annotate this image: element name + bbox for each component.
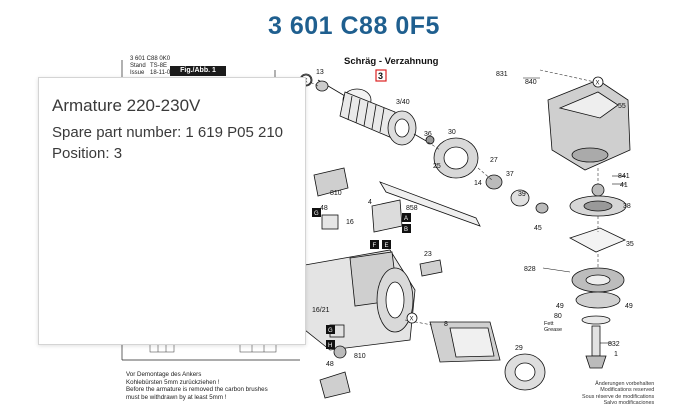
svg-text:A: A — [404, 216, 408, 222]
tooltip-position-row: Position: 3 — [52, 143, 305, 164]
svg-text:F: F — [373, 243, 377, 249]
part-label-828: 828 — [524, 266, 536, 273]
svg-text:X: X — [410, 317, 414, 323]
part-label-49-left: 49 — [556, 303, 564, 310]
marker-x-right: X — [592, 76, 604, 88]
stator-drawing — [429, 321, 546, 391]
mod-line-4: Salvo modificaciones — [603, 400, 655, 407]
mod-line-1: Änderungen vorbehalten — [595, 381, 655, 387]
part-tooltip: Armature 220-230V Spare part number: 1 6… — [38, 77, 306, 345]
tooltip-position-label: Position: — [52, 145, 110, 162]
part-label-25: 25 — [433, 163, 441, 170]
part-label-29-bottom: 29 — [515, 345, 523, 352]
part-label-45: 45 — [534, 225, 542, 232]
part-label-4: 4 — [368, 199, 372, 206]
marker-g-top: G — [312, 208, 321, 217]
part-label-23: 23 — [424, 251, 432, 258]
marker-a: A — [402, 213, 411, 222]
tooltip-spare-label: Spare part number: — [52, 124, 182, 141]
figure-tab: Fig./Abb. 1 — [170, 66, 226, 76]
header-issue-value: 18-11-05 — [150, 70, 174, 76]
svg-text:X: X — [596, 81, 600, 87]
tooltip-position-value: 3 — [113, 145, 123, 162]
marker-h: H — [326, 340, 335, 349]
header-stand-label: Stand — [130, 63, 146, 69]
marker-x-bottom: X — [406, 312, 418, 324]
svg-text:H: H — [328, 343, 332, 349]
warning-notes: Vor Demontage des Ankers Kohlebürsten 5m… — [126, 371, 268, 401]
label-leaders — [523, 77, 626, 344]
part-label-38: 38 — [623, 203, 631, 210]
part-label-14: 14 — [474, 180, 482, 187]
part-label-37: 37 — [506, 171, 514, 178]
part-label-858: 858 — [406, 205, 418, 212]
part-label-48-top: 48 — [320, 205, 328, 212]
marker-g-bottom: G — [326, 325, 335, 334]
tooltip-part-name: Armature 220-230V — [52, 96, 201, 115]
part-label-840: 840 — [525, 79, 537, 86]
part-label-1: 1 — [614, 351, 618, 358]
part-label-39: 39 — [518, 191, 526, 198]
svg-text:G: G — [328, 328, 333, 334]
part-label-27: 27 — [490, 157, 498, 164]
tooltip-spare-part-row: Spare part number: 1 619 P05 210 — [52, 122, 305, 143]
part-label-3: 3 — [378, 71, 383, 81]
part-label-3-40: 3/40 — [396, 99, 410, 106]
armature-highlight-box — [375, 69, 387, 82]
marker-b: B — [402, 224, 411, 233]
part-label-41: 41 — [620, 182, 628, 189]
svg-text:E: E — [385, 243, 389, 249]
note-line-en-1: Before the armature is removed the carbo… — [126, 386, 268, 394]
part-label-48-bottom: 48 — [326, 361, 334, 368]
part-label-831: 831 — [496, 71, 508, 78]
part-label-810-bottom: 810 — [354, 353, 366, 360]
tooltip-spare-number: 1 619 P05 210 — [185, 124, 284, 141]
header-code: 3 601 C88 0K0 — [130, 56, 171, 62]
header-issue-label: Issue — [130, 70, 145, 76]
part-label-30: 30 — [448, 129, 456, 136]
document-title: 3 601 C88 0F5 — [268, 12, 440, 40]
switch-drawing — [313, 167, 481, 399]
part-label-49-right: 49 — [625, 303, 633, 310]
part-label-13: 13 — [316, 69, 324, 76]
modification-notes: Änderungen vorbehalten Modifications res… — [582, 381, 654, 407]
svg-text:B: B — [404, 227, 408, 233]
note-line-de-2: Kohlebürsten 5mm zurückziehen ! — [126, 378, 220, 386]
mod-line-3: Sous réserve de modifications — [582, 393, 655, 400]
fett-label: Fett — [544, 321, 554, 327]
grease-label: Grease — [544, 327, 562, 333]
part-label-841: 841 — [618, 173, 630, 180]
part-label-55: 55 — [618, 103, 626, 110]
part-label-16: 16 — [346, 219, 354, 226]
part-label-832: 832 — [608, 341, 620, 348]
mod-line-2: Modifications reserved — [600, 387, 655, 394]
variant-table — [149, 343, 277, 353]
motor-housing-drawing — [304, 249, 416, 351]
header-stand-value: TS-8E — [150, 63, 168, 69]
note-line-de-1: Vor Demontage des Ankers — [126, 371, 202, 378]
part-label-36: 36 — [424, 131, 432, 138]
part-label-810-top: 810 — [330, 190, 342, 197]
marker-f: F — [370, 240, 379, 249]
part-label-35: 35 — [626, 241, 634, 248]
part-label-16-21: 16/21 — [312, 307, 330, 314]
gear-housing-drawing — [547, 79, 631, 369]
armature-drawing — [299, 73, 429, 146]
marker-e: E — [382, 240, 391, 249]
part-label-80: 80 — [554, 313, 562, 320]
svg-text:G: G — [314, 211, 319, 217]
note-line-en-2: must be withdrawn by at least 5mm ! — [126, 393, 227, 401]
part-label-8: 8 — [444, 321, 448, 328]
flange-drawing — [425, 135, 549, 214]
